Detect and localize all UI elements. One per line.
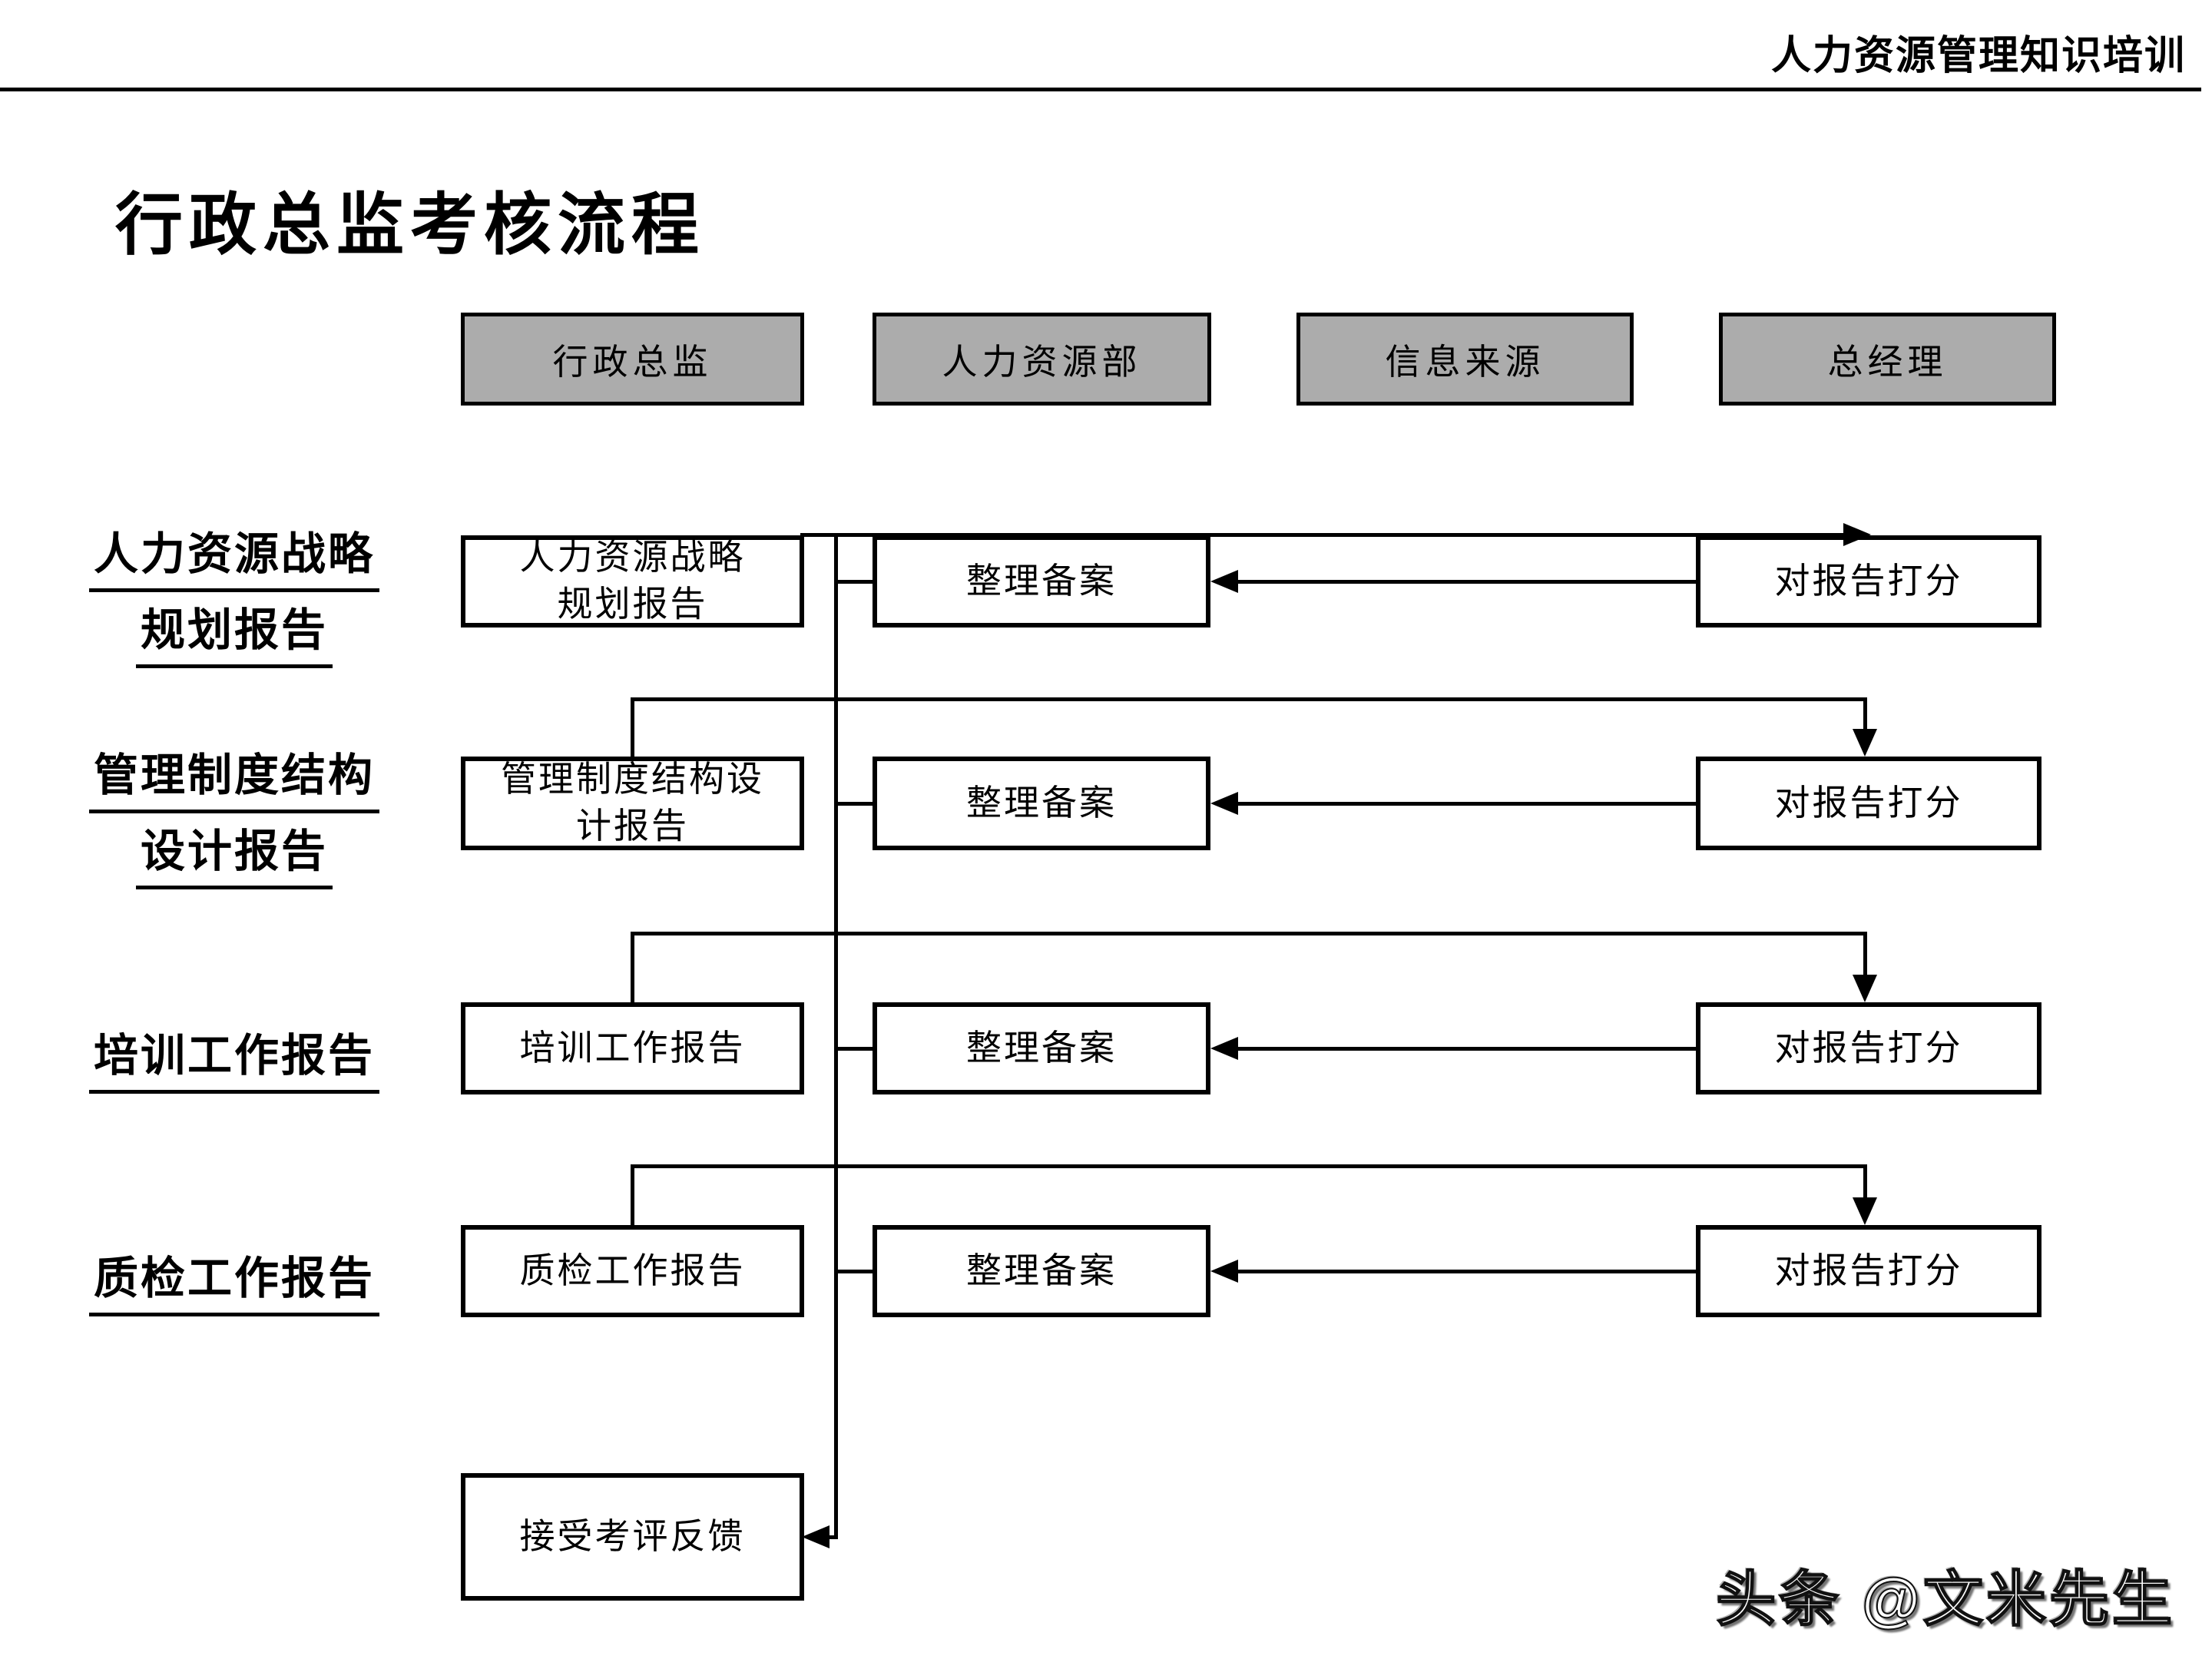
arrowhead-down-row3 xyxy=(1853,975,1877,1002)
box-text-line: 对报告打分 xyxy=(1774,1028,1963,1068)
box-text-line: 质检工作报告 xyxy=(519,1250,746,1290)
box-text-line: 整理备案 xyxy=(966,783,1117,823)
lane-header-label: 人力资源部 xyxy=(942,342,1142,382)
box-text-line: 整理备案 xyxy=(966,1250,1117,1290)
file-box-row1: 整理备案 xyxy=(873,535,1210,628)
row-label-line: 人力资源战略 xyxy=(88,516,379,592)
connector-row2-up xyxy=(631,697,634,757)
lane-header-label: 信息来源 xyxy=(1385,342,1545,382)
watermark: 头条 @文米先生 xyxy=(1715,1565,2175,1634)
score-box-row2: 对报告打分 xyxy=(1696,757,2041,850)
box-text-line: 对报告打分 xyxy=(1774,561,1963,601)
arrowhead-down-row4 xyxy=(1853,1197,1877,1225)
row-label-training: 培训工作报告 xyxy=(61,1018,407,1094)
row-label-line: 质检工作报告 xyxy=(88,1240,379,1316)
row-label-line: 规划报告 xyxy=(135,592,333,668)
box-text-line: 计报告 xyxy=(576,806,689,846)
box-text-line: 整理备案 xyxy=(966,1028,1117,1068)
connector-feedback-horizontal xyxy=(826,1535,838,1539)
connector-stub-row3 xyxy=(834,1047,873,1051)
report-box-training: 培训工作报告 xyxy=(461,1002,804,1094)
box-text-line: 管理制度结构设 xyxy=(501,760,764,800)
lane-header-general-manager: 总经理 xyxy=(1719,313,2056,406)
arrowhead-right-row1 xyxy=(1843,523,1871,546)
row-label-hr-strategy: 人力资源战略 规划报告 xyxy=(61,516,407,668)
lane-header-admin-director: 行政总监 xyxy=(461,313,804,406)
connector-stub-row4 xyxy=(834,1270,873,1273)
report-box-quality: 质检工作报告 xyxy=(461,1225,804,1317)
row-label-quality: 质检工作报告 xyxy=(61,1240,407,1316)
file-box-row3: 整理备案 xyxy=(873,1002,1210,1094)
arrowhead-left-feedback xyxy=(802,1525,830,1548)
lane-header-info-source: 信息来源 xyxy=(1296,313,1634,406)
box-text-line: 人力资源战略 xyxy=(519,538,746,578)
row-label-mgmt-structure: 管理制度结构 设计报告 xyxy=(61,737,407,889)
connector-return-row1 xyxy=(1233,580,1696,584)
row-label-line: 培训工作报告 xyxy=(88,1018,379,1094)
connector-row4-down xyxy=(1863,1164,1867,1199)
arrowhead-down-row2 xyxy=(1853,729,1877,757)
connector-row4-up xyxy=(631,1164,634,1225)
arrowhead-left-row2 xyxy=(1210,792,1238,815)
lane-header-label: 行政总监 xyxy=(552,342,713,382)
score-box-row4: 对报告打分 xyxy=(1696,1225,2041,1317)
arrowhead-left-row1 xyxy=(1210,570,1238,593)
box-text-line: 接受考评反馈 xyxy=(519,1516,746,1556)
lane-header-label: 总经理 xyxy=(1827,342,1948,382)
score-box-row1: 对报告打分 xyxy=(1696,535,2041,628)
box-text-line: 规划报告 xyxy=(557,584,708,624)
connector-return-row3 xyxy=(1233,1047,1696,1051)
connector-row3-across xyxy=(631,932,1865,935)
feedback-box: 接受考评反馈 xyxy=(461,1473,804,1601)
box-text-line: 对报告打分 xyxy=(1774,783,1963,823)
arrowhead-left-row4 xyxy=(1210,1260,1238,1283)
connector-return-row2 xyxy=(1233,802,1696,806)
file-box-row2: 整理备案 xyxy=(873,757,1210,850)
connector-row2-across xyxy=(631,697,1865,701)
page-title: 行政总监考核流程 xyxy=(115,187,706,263)
row-label-line: 管理制度结构 xyxy=(88,737,379,813)
connector-row4-across xyxy=(631,1164,1865,1168)
arrowhead-left-row3 xyxy=(1210,1037,1238,1060)
header-rule xyxy=(0,88,2201,91)
box-text-line: 整理备案 xyxy=(966,561,1117,601)
report-box-mgmt-structure: 管理制度结构设 计报告 xyxy=(461,757,804,850)
box-text-line: 对报告打分 xyxy=(1774,1250,1963,1290)
box-text-line: 培训工作报告 xyxy=(519,1028,746,1068)
connector-row2-down xyxy=(1863,697,1867,731)
file-box-row4: 整理备案 xyxy=(873,1225,1210,1317)
connector-stub-row2 xyxy=(834,802,873,806)
connector-row3-down xyxy=(1863,932,1867,976)
connector-row3-up xyxy=(631,932,634,1002)
report-box-hr-strategy: 人力资源战略 规划报告 xyxy=(461,535,804,628)
lane-header-hr-dept: 人力资源部 xyxy=(873,313,1211,406)
connector-return-row4 xyxy=(1233,1270,1696,1273)
connector-stub-row1 xyxy=(834,580,873,584)
course-title: 人力资源管理知识培训 xyxy=(1770,34,2186,78)
connector-feedback-vertical xyxy=(834,533,838,1539)
row-label-line: 设计报告 xyxy=(135,813,333,889)
score-box-row3: 对报告打分 xyxy=(1696,1002,2041,1094)
connector-row1-report-to-score xyxy=(800,533,1846,537)
